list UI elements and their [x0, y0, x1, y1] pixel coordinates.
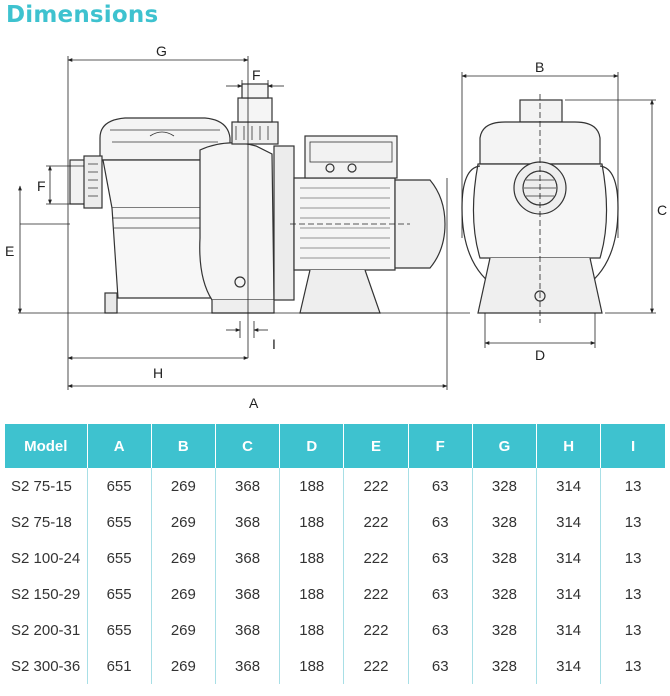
cell-g: 328: [471, 576, 537, 612]
cell-b: 269: [150, 504, 216, 540]
cell-g: 328: [471, 540, 537, 576]
cell-f: 63: [407, 576, 473, 612]
cell-f: 63: [407, 612, 473, 648]
cell-d: 188: [279, 504, 344, 540]
cell-h: 314: [536, 576, 601, 612]
label-g: G: [156, 43, 167, 59]
cell-b: 269: [150, 468, 216, 504]
cell-b: 269: [150, 648, 216, 684]
cell-model: S2 300-36: [11, 657, 81, 675]
cell-e: 222: [343, 468, 409, 504]
cell-c: 368: [214, 648, 280, 684]
table-row: S2 200-31 655 269 368 188 222 63 328 314…: [5, 612, 665, 648]
cell-i: 13: [600, 612, 665, 648]
cell-d: 188: [279, 540, 344, 576]
cell-a: 655: [86, 540, 152, 576]
cell-d: 188: [279, 576, 344, 612]
cell-i: 13: [600, 576, 665, 612]
cell-d: 188: [279, 612, 344, 648]
label-a: A: [249, 395, 259, 410]
table-row: S2 300-36 651 269 368 188 222 63 328 314…: [5, 648, 665, 684]
cell-c: 368: [214, 468, 280, 504]
cell-b: 269: [150, 540, 216, 576]
cell-d: 188: [279, 648, 344, 684]
cell-b: 269: [150, 612, 216, 648]
label-f-outlet: F: [252, 67, 261, 83]
table-row: S2 75-18 655 269 368 188 222 63 328 314 …: [5, 504, 665, 540]
table-row: S2 75-15 655 269 368 188 222 63 328 314 …: [5, 468, 665, 504]
label-e: E: [5, 243, 14, 259]
cell-model: S2 75-15: [11, 477, 72, 495]
cell-a: 655: [86, 468, 152, 504]
cell-c: 368: [214, 540, 280, 576]
header-b: B: [150, 424, 216, 468]
header-a: A: [86, 424, 152, 468]
cell-c: 368: [214, 576, 280, 612]
cell-e: 222: [343, 576, 409, 612]
table-row: S2 150-29 655 269 368 188 222 63 328 314…: [5, 576, 665, 612]
cell-h: 314: [536, 648, 601, 684]
label-i: I: [272, 336, 276, 352]
dimension-lines: [18, 56, 656, 390]
cell-f: 63: [407, 504, 473, 540]
table-row: S2 100-24 655 269 368 188 222 63 328 314…: [5, 540, 665, 576]
cell-i: 13: [600, 504, 665, 540]
cell-g: 328: [471, 648, 537, 684]
header-d: D: [279, 424, 344, 468]
page-title: Dimensions: [6, 2, 159, 28]
cell-model: S2 75-18: [11, 513, 72, 531]
cell-e: 222: [343, 612, 409, 648]
label-c: C: [657, 202, 667, 218]
cell-e: 222: [343, 648, 409, 684]
header-model: Model: [5, 424, 87, 468]
header-c: C: [214, 424, 280, 468]
cell-g: 328: [471, 504, 537, 540]
header-g: G: [471, 424, 537, 468]
cell-h: 314: [536, 468, 601, 504]
pump-side-view: [69, 83, 446, 314]
cell-f: 63: [407, 468, 473, 504]
dimensions-table: Model A B C D E F G H I S2 75-15 655 269…: [5, 424, 665, 684]
cell-c: 368: [214, 504, 280, 540]
table-header-row: Model A B C D E F G H I: [5, 424, 665, 468]
cell-g: 328: [471, 468, 537, 504]
cell-model: S2 200-31: [11, 621, 81, 639]
cell-model: S2 150-29: [11, 585, 81, 603]
header-f: F: [407, 424, 473, 468]
cell-a: 655: [86, 576, 152, 612]
cell-h: 314: [536, 612, 601, 648]
cell-i: 13: [600, 540, 665, 576]
cell-c: 368: [214, 612, 280, 648]
cell-e: 222: [343, 504, 409, 540]
cell-g: 328: [471, 612, 537, 648]
cell-h: 314: [536, 540, 601, 576]
cell-a: 655: [86, 612, 152, 648]
cell-h: 314: [536, 504, 601, 540]
cell-a: 655: [86, 504, 152, 540]
cell-i: 13: [600, 468, 665, 504]
header-i: I: [600, 424, 665, 468]
cell-i: 13: [600, 648, 665, 684]
cell-b: 269: [150, 576, 216, 612]
header-e: E: [343, 424, 409, 468]
cell-a: 651: [86, 648, 152, 684]
pump-dimension-drawing: A G H E F F I B C D: [5, 43, 667, 410]
cell-f: 63: [407, 648, 473, 684]
cell-f: 63: [407, 540, 473, 576]
label-f-inlet: F: [37, 178, 46, 194]
cell-model: S2 100-24: [11, 549, 81, 567]
label-b: B: [535, 59, 544, 75]
label-d: D: [535, 347, 545, 363]
label-h: H: [153, 365, 163, 381]
cell-e: 222: [343, 540, 409, 576]
header-h: H: [536, 424, 601, 468]
cell-d: 188: [279, 468, 344, 504]
